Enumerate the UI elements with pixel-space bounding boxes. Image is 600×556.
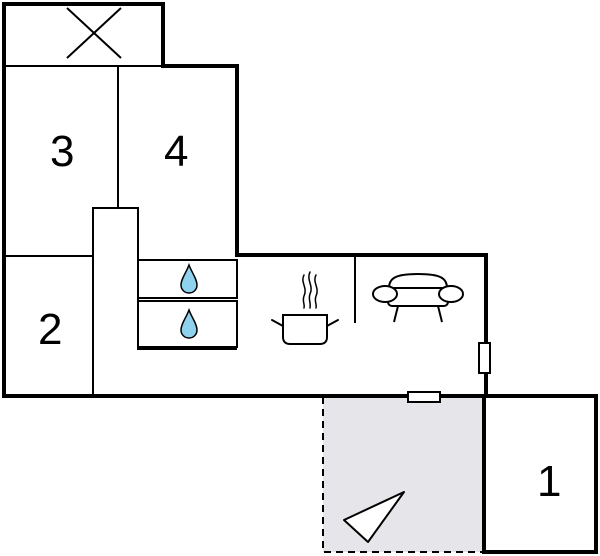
room-4-label: 4 (164, 127, 188, 176)
room-3-label: 3 (50, 127, 74, 176)
bathroom-fixtures (137, 259, 238, 348)
sofa-icon (372, 272, 464, 323)
water-drop-icon (180, 307, 198, 339)
house-outer-wall (2, 2, 488, 398)
window-icon (407, 391, 441, 403)
crossed-void-icon (66, 7, 122, 59)
window-icon (478, 342, 491, 374)
room-1 (482, 394, 598, 554)
cooking-pot-icon (271, 271, 339, 345)
water-drop-icon (180, 262, 198, 294)
room-1-label: 1 (537, 457, 561, 506)
room-2-label: 2 (38, 305, 62, 354)
terrace (322, 397, 484, 553)
terrace-triangle-icon (343, 491, 405, 543)
